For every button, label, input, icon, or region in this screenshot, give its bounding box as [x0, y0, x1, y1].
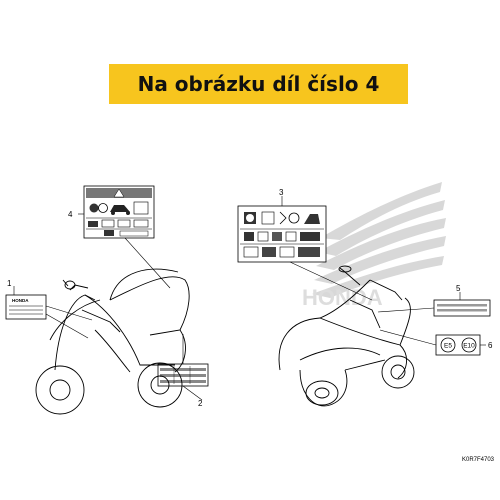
- label-part-1: HONDA: [5, 294, 47, 320]
- callout-5: 5: [456, 284, 461, 293]
- title-banner: Na obrázku díl číslo 4: [109, 64, 408, 104]
- diagram-code: K0R7F4703: [462, 457, 495, 463]
- callout-6: 6: [488, 341, 493, 350]
- banner-title: Na obrázku díl číslo 4: [137, 72, 380, 96]
- label-part-2: [157, 363, 209, 387]
- label-part-5: [433, 299, 491, 317]
- scooter-left-view: [35, 268, 190, 415]
- callout-1: 1: [7, 279, 12, 288]
- label-part-4[interactable]: [83, 185, 155, 239]
- leader-lines: [13, 196, 486, 401]
- label-part-3: [237, 205, 327, 263]
- badge-e5: E5: [444, 343, 452, 350]
- callout-2: 2: [198, 399, 203, 408]
- callout-3: 3: [279, 188, 284, 197]
- svg-text:HONDA: HONDA: [302, 285, 383, 310]
- callout-4: 4: [68, 210, 73, 219]
- brand-label: HONDA: [12, 298, 29, 303]
- label-part-6: E5 E10: [435, 334, 481, 356]
- badge-e10: E10: [463, 343, 475, 350]
- scooter-right-view: [278, 265, 415, 407]
